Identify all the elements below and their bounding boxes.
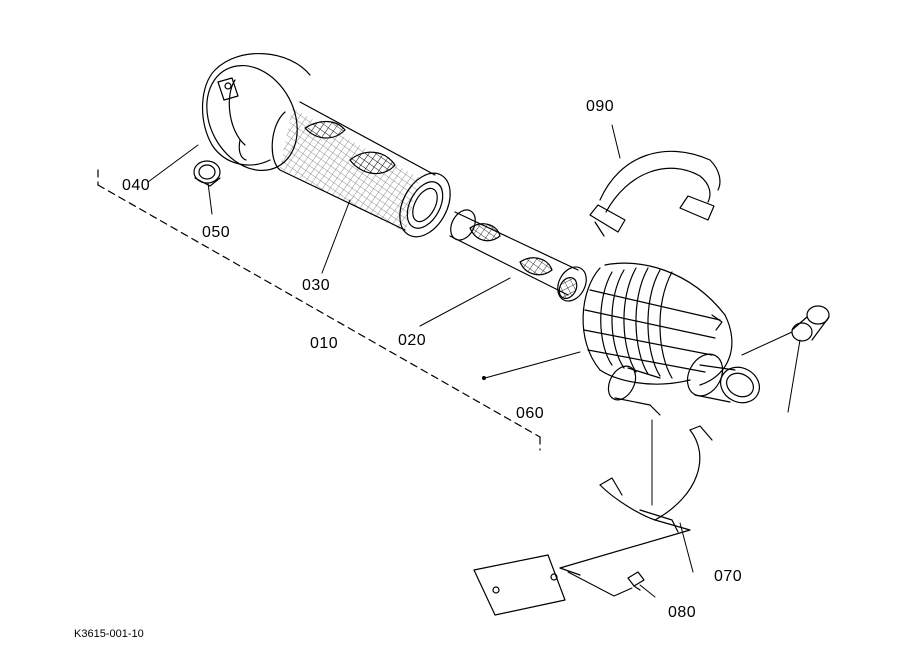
assembly-bracket-line xyxy=(98,170,540,450)
label-010: 010 xyxy=(310,335,339,352)
label-080: 080 xyxy=(668,604,697,621)
part-020-inner-filter xyxy=(446,206,592,306)
leader-lines xyxy=(148,125,800,597)
part-030-outer-filter xyxy=(272,102,460,245)
label-020: 020 xyxy=(398,332,427,349)
document-code: K3615-001-10 xyxy=(74,628,144,640)
part-060-housing xyxy=(583,263,766,415)
label-040: 040 xyxy=(122,177,151,194)
part-050-cap xyxy=(194,161,220,186)
label-070: 070 xyxy=(714,568,743,585)
part-bushing xyxy=(792,306,829,341)
part-080-bolt xyxy=(628,572,644,590)
label-090: 090 xyxy=(586,98,615,115)
label-030: 030 xyxy=(302,277,331,294)
part-090-band-clamp xyxy=(590,151,720,236)
connection-dot xyxy=(482,376,486,380)
part-040-end-cover xyxy=(189,50,315,187)
label-050: 050 xyxy=(202,224,231,241)
part-070-bracket xyxy=(474,426,712,615)
label-060: 060 xyxy=(516,405,545,422)
